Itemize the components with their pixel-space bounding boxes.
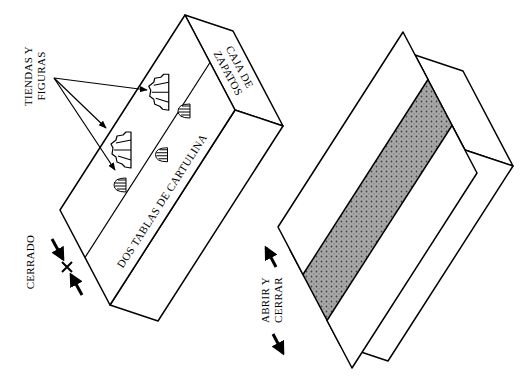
open-box [278,32,513,368]
tent [111,132,131,168]
figure [156,148,168,162]
cross-mark [62,262,72,272]
leader-line [54,78,147,90]
leader-line [54,78,106,128]
cardboard-top [60,15,235,305]
figure [178,104,190,118]
bold-arrow [52,239,63,259]
callout-label: CERRADO [24,235,37,290]
tent [149,74,169,110]
leader-arrows [54,78,147,170]
figure [114,178,126,192]
callout-label: TIENDAS Y FIGURAS [22,37,47,115]
callout-label: ABRIR Y CERRAR [259,271,284,329]
bold-arrow [71,275,82,295]
closed-box [60,15,283,321]
bold-arrow [266,248,276,267]
closed-arrows [52,239,82,295]
bold-arrow [273,334,283,353]
leader-line [54,78,115,170]
cardboard-board [327,126,477,369]
